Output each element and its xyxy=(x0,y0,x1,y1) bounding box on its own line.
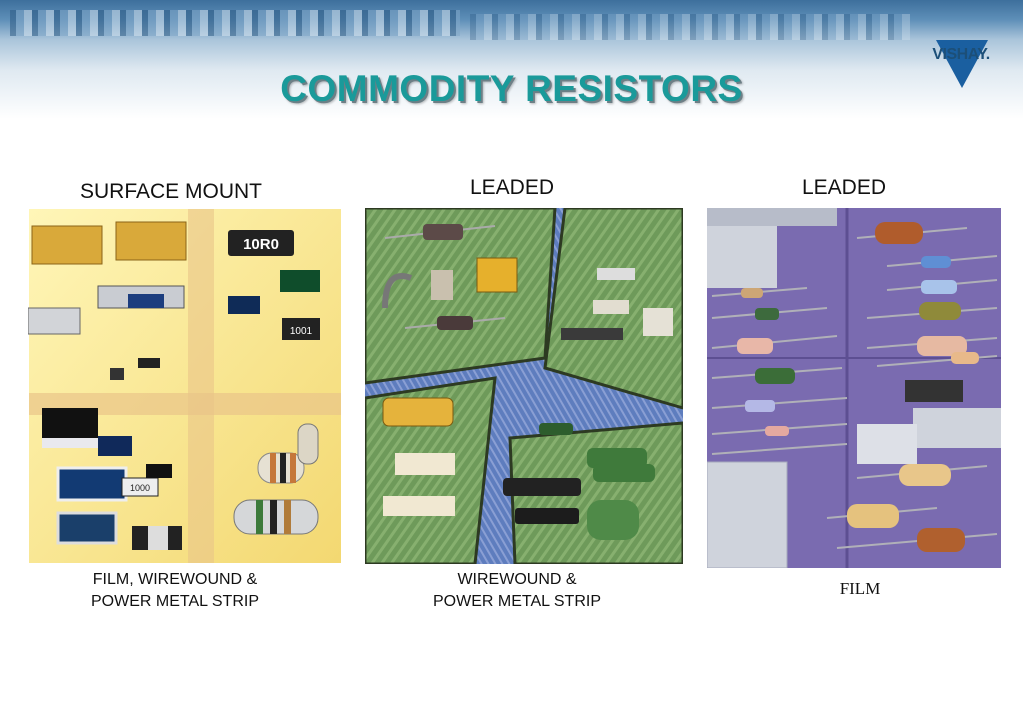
film-leaded-photo xyxy=(707,208,1001,568)
logo-text: VISHAY. xyxy=(932,46,990,63)
surface-mount-photo: 10R0 1001 1000 xyxy=(28,208,342,564)
vishay-logo: VISHAY. xyxy=(916,36,1006,98)
caption-line: WIREWOUND & xyxy=(457,571,577,588)
caption-wirewound: WIREWOUND & POWER METAL STRIP xyxy=(382,569,652,613)
column-heading-leaded-film: LEADED xyxy=(801,176,887,199)
caption-line: POWER METAL STRIP xyxy=(90,593,259,610)
chip-label: 1000 xyxy=(130,483,150,493)
page-title: COMMODITY RESISTORS xyxy=(280,68,743,109)
caption-film: FILM xyxy=(760,578,960,600)
banner-texture xyxy=(470,14,910,40)
wirewound-leaded-photo xyxy=(365,208,683,564)
caption-surface-mount: FILM, WIREWOUND & POWER METAL STRIP xyxy=(40,569,310,613)
caption-line: FILM, WIREWOUND & xyxy=(92,571,258,588)
header-banner xyxy=(0,0,1023,140)
banner-texture xyxy=(10,10,460,36)
column-heading-leaded-wirewound: LEADED xyxy=(469,176,555,199)
column-heading-surface-mount: SURFACE MOUNT xyxy=(79,180,262,203)
caption-line: FILM xyxy=(839,579,881,598)
logo-triangle-icon xyxy=(936,40,988,88)
caption-line: POWER METAL STRIP xyxy=(432,593,601,610)
chip-label: 10R0 xyxy=(243,236,279,253)
chip-label: 1001 xyxy=(290,326,313,337)
